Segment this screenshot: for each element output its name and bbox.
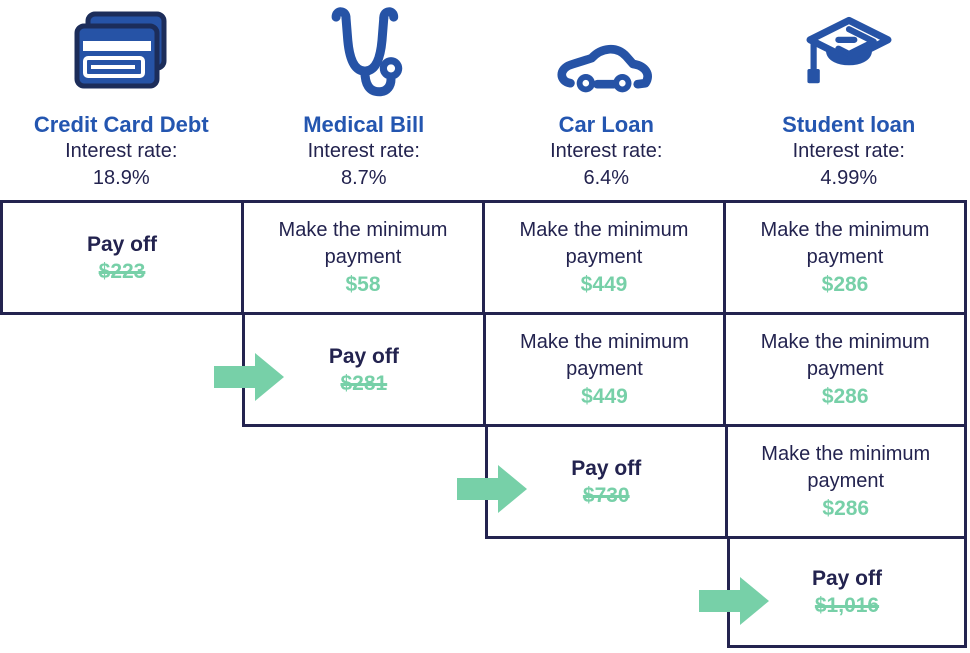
debt-column-student-loan: Student loan Interest rate: 4.99% bbox=[728, 0, 970, 200]
payoff-amount: $223 bbox=[98, 259, 146, 283]
payment-step-row-1: Pay off $223 Make the minimum payment $5… bbox=[0, 200, 967, 315]
minimum-amount: $449 bbox=[581, 385, 628, 408]
cell-payoff-medical-bill: Pay off $281 bbox=[245, 315, 483, 424]
cell-minimum-student-loan: Make the minimum payment $286 bbox=[723, 203, 964, 312]
minimum-amount: $58 bbox=[345, 273, 381, 296]
payoff-label: Pay off bbox=[328, 344, 399, 368]
payoff-label: Pay off bbox=[571, 456, 642, 480]
interest-rate-value: 6.4% bbox=[583, 167, 630, 189]
minimum-label-line1: Make the minimum bbox=[520, 331, 689, 353]
minimum-label-line1: Make the minimum bbox=[278, 219, 448, 241]
credit-card-icon bbox=[71, 0, 171, 108]
payment-step-row-3: Pay off $730 Make the minimum payment $2… bbox=[457, 424, 967, 539]
minimum-label-line2: payment bbox=[807, 470, 885, 492]
interest-rate-label: Interest rate: bbox=[65, 140, 178, 162]
debt-columns-header: Credit Card Debt Interest rate: 18.9% Me… bbox=[0, 0, 970, 200]
debt-title: Credit Card Debt bbox=[33, 112, 209, 137]
arrow-right-icon bbox=[457, 465, 527, 513]
debt-title: Student loan bbox=[782, 112, 916, 137]
graduation-cap-icon-svg bbox=[806, 16, 892, 84]
cell-payoff-student-loan: Pay off $1,016 bbox=[730, 539, 964, 645]
graduation-cap-icon bbox=[803, 0, 895, 108]
minimum-label-line1: Make the minimum bbox=[760, 219, 930, 241]
arrow-right-icon bbox=[214, 353, 284, 401]
payment-step-row-4: Pay off $1,016 bbox=[699, 536, 967, 648]
payoff-amount: $281 bbox=[340, 371, 388, 395]
credit-card-icon-svg bbox=[74, 11, 167, 89]
minimum-label-line2: payment bbox=[566, 358, 643, 380]
minimum-label-line2: payment bbox=[324, 246, 402, 268]
minimum-label-line1: Make the minimum bbox=[761, 443, 931, 465]
minimum-label-line1: Make the minimum bbox=[760, 331, 930, 353]
debt-title: Medical Bill bbox=[303, 112, 425, 137]
cell-minimum-car-loan: Make the minimum payment $449 bbox=[482, 315, 724, 424]
payoff-amount: $730 bbox=[582, 483, 630, 507]
debt-title: Car Loan bbox=[558, 112, 654, 137]
stethoscope-icon bbox=[319, 0, 409, 108]
minimum-amount: $286 bbox=[821, 273, 869, 296]
interest-rate-label: Interest rate: bbox=[550, 140, 663, 162]
minimum-label-line2: payment bbox=[806, 358, 884, 380]
payment-step-row-2: Pay off $281 Make the minimum payment $4… bbox=[214, 312, 967, 427]
payoff-label: Pay off bbox=[86, 232, 157, 256]
payoff-amount: $1,016 bbox=[814, 594, 880, 617]
arrow-right-icon bbox=[699, 577, 769, 625]
cell-minimum-medical-bill: Make the minimum payment $58 bbox=[241, 203, 482, 312]
minimum-label-line1: Make the minimum bbox=[519, 219, 689, 241]
debt-column-credit-card: Credit Card Debt Interest rate: 18.9% bbox=[0, 0, 243, 200]
minimum-amount: $286 bbox=[821, 385, 869, 408]
interest-rate-value: 18.9% bbox=[92, 167, 150, 189]
interest-rate-value: 4.99% bbox=[820, 167, 878, 189]
cell-minimum-student-loan: Make the minimum payment $286 bbox=[723, 315, 964, 424]
cell-payoff-car-loan: Pay off $730 bbox=[488, 427, 725, 536]
cell-payoff-credit-card: Pay off $223 bbox=[3, 203, 241, 312]
minimum-label-line2: payment bbox=[565, 246, 643, 268]
interest-rate-label: Interest rate: bbox=[792, 140, 905, 162]
stethoscope-icon-svg bbox=[331, 7, 402, 97]
minimum-amount: $449 bbox=[580, 273, 628, 296]
debt-column-car-loan: Car Loan Interest rate: 6.4% bbox=[485, 0, 728, 200]
minimum-label-line2: payment bbox=[806, 246, 884, 268]
cell-minimum-car-loan: Make the minimum payment $449 bbox=[482, 203, 723, 312]
cell-minimum-student-loan: Make the minimum payment $286 bbox=[724, 427, 965, 536]
interest-rate-value: 8.7% bbox=[340, 167, 387, 189]
debt-column-medical-bill: Medical Bill Interest rate: 8.7% bbox=[243, 0, 486, 200]
car-icon bbox=[556, 0, 656, 108]
car-icon-svg bbox=[557, 44, 653, 93]
interest-rate-label: Interest rate: bbox=[307, 140, 420, 162]
payoff-label: Pay off bbox=[811, 567, 882, 590]
minimum-amount: $286 bbox=[822, 497, 870, 520]
